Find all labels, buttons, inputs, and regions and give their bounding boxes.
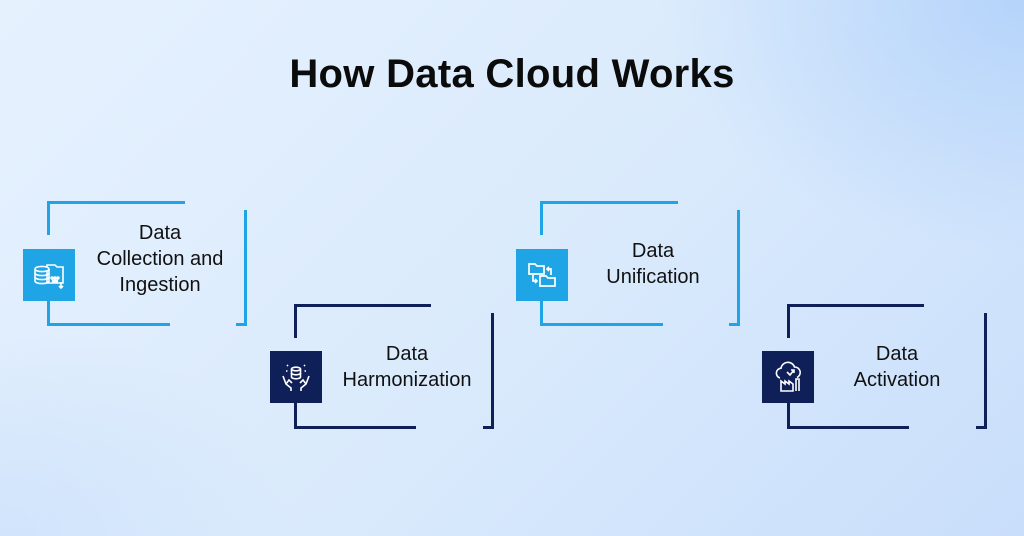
bracket-left-bottom xyxy=(540,323,663,326)
step-label: Data Unification xyxy=(606,240,700,288)
bracket-left-bottom xyxy=(294,426,416,429)
bracket-left-vertical-upper xyxy=(540,201,543,235)
bracket-right-stub xyxy=(976,426,987,429)
bracket-right-vertical xyxy=(244,210,247,326)
folders-merge-icon xyxy=(528,263,556,287)
icon-tile xyxy=(270,351,322,403)
bracket-left-top xyxy=(294,304,431,307)
cloud-factory-icon xyxy=(775,361,801,392)
bracket-right-stub xyxy=(483,426,494,429)
bracket-left-top xyxy=(47,201,185,204)
bracket-left-vertical-upper xyxy=(787,304,790,338)
database-folder-icon xyxy=(34,264,64,290)
bracket-right-vertical xyxy=(737,210,740,326)
bracket-left-top xyxy=(540,201,678,204)
bracket-left-bottom xyxy=(787,426,909,429)
bracket-left-bottom xyxy=(47,323,170,326)
bracket-right-vertical xyxy=(491,313,494,429)
bracket-right-stub xyxy=(236,323,247,326)
step-label: Data Activation xyxy=(853,343,941,391)
bracket-left-vertical-lower xyxy=(787,402,790,429)
hands-database-icon xyxy=(282,364,310,391)
bracket-left-top xyxy=(787,304,924,307)
step-label: Data Collection and Ingestion xyxy=(96,222,224,296)
bracket-right-stub xyxy=(729,323,740,326)
bracket-left-vertical-upper xyxy=(294,304,297,338)
bracket-left-vertical-upper xyxy=(47,201,50,235)
bracket-left-vertical-lower xyxy=(294,402,297,429)
bracket-left-vertical-lower xyxy=(540,299,543,326)
icon-tile xyxy=(23,249,75,301)
step-label: Data Harmonization xyxy=(342,343,472,391)
bracket-left-vertical-lower xyxy=(47,299,50,326)
page-title: How Data Cloud Works xyxy=(289,52,735,96)
icon-tile xyxy=(762,351,814,403)
icon-tile xyxy=(516,249,568,301)
bracket-right-vertical xyxy=(984,313,987,429)
